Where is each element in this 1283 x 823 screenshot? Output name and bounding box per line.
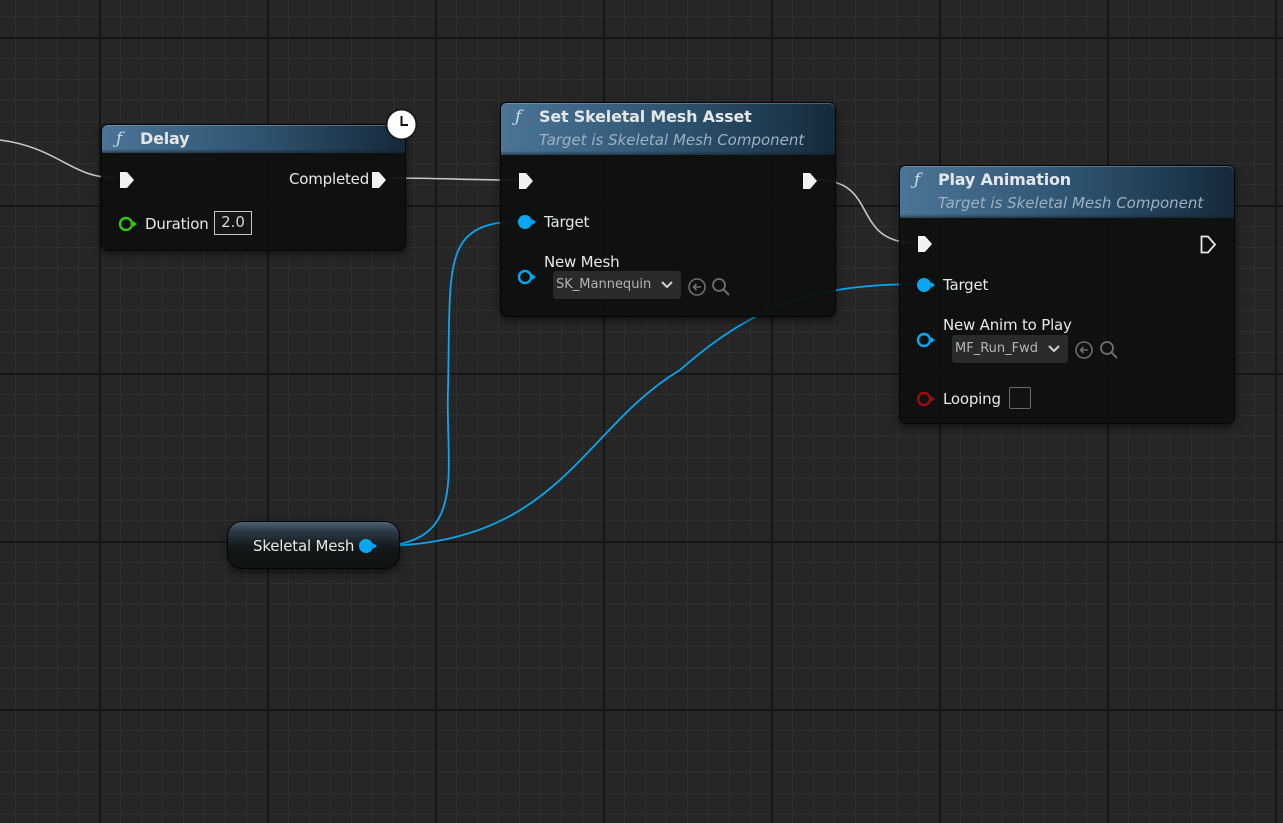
new-mesh-object-pin[interactable] xyxy=(517,269,537,285)
play-animation-node[interactable]: ƒ Play Animation Target is Skeletal Mesh… xyxy=(899,165,1235,424)
function-icon: ƒ xyxy=(515,107,522,127)
looping-pin-label: Looping xyxy=(943,390,1001,408)
new-anim-value: MF_Run_Fwd xyxy=(955,341,1038,356)
function-icon: ƒ xyxy=(116,129,123,149)
chevron-down-icon xyxy=(1048,345,1060,353)
new-anim-pin-label: New Anim to Play xyxy=(943,316,1072,334)
new-anim-asset-combo[interactable]: MF_Run_Fwd xyxy=(952,335,1068,363)
set-skeletal-mesh-asset-node[interactable]: ƒ Set Skeletal Mesh Asset Target is Skel… xyxy=(500,102,836,317)
clock-icon xyxy=(385,108,418,141)
completed-pin-label: Completed xyxy=(289,170,370,188)
new-mesh-pin-label: New Mesh xyxy=(544,253,620,271)
skeletal-mesh-variable-node[interactable]: Skeletal Mesh xyxy=(227,521,400,569)
set-mesh-node-title: Set Skeletal Mesh Asset xyxy=(539,107,752,126)
target-object-pin[interactable] xyxy=(916,277,936,293)
target-pin-label: Target xyxy=(544,213,590,231)
set-mesh-node-subtitle: Target is Skeletal Mesh Component xyxy=(539,131,805,149)
skeletal-mesh-object-output-pin[interactable] xyxy=(358,538,378,554)
chevron-down-icon xyxy=(661,281,673,289)
delay-node-header[interactable]: ƒ Delay xyxy=(102,125,405,153)
looping-checkbox[interactable] xyxy=(1009,387,1031,409)
delay-node[interactable]: ƒ Delay Completed Duration 2.0 xyxy=(101,124,406,251)
duration-float-pin[interactable] xyxy=(118,216,138,232)
new-mesh-asset-combo[interactable]: SK_Mannequin xyxy=(553,271,681,299)
object-wire-mesh-to-play-target[interactable] xyxy=(374,283,926,547)
play-anim-node-title: Play Animation xyxy=(938,170,1071,189)
duration-pin-label: Duration xyxy=(145,215,209,233)
target-object-pin[interactable] xyxy=(517,214,537,230)
browse-back-icon[interactable] xyxy=(1074,340,1094,360)
looping-bool-pin[interactable] xyxy=(916,391,936,407)
exec-output-pin[interactable] xyxy=(802,172,818,190)
function-icon: ƒ xyxy=(914,170,921,190)
duration-input[interactable]: 2.0 xyxy=(214,211,252,235)
target-pin-label: Target xyxy=(943,276,989,294)
exec-wire-input-to-delay[interactable] xyxy=(0,139,118,179)
new-mesh-value: SK_Mannequin xyxy=(556,277,652,292)
search-icon[interactable] xyxy=(711,277,731,297)
object-wire-mesh-to-set-target[interactable] xyxy=(374,220,527,547)
delay-node-title: Delay xyxy=(140,129,190,148)
search-icon[interactable] xyxy=(1099,340,1119,360)
play-anim-node-subtitle: Target is Skeletal Mesh Component xyxy=(938,194,1204,212)
exec-input-pin[interactable] xyxy=(917,235,933,253)
exec-wire-delay-to-set-mesh[interactable] xyxy=(387,177,518,181)
exec-input-pin[interactable] xyxy=(518,172,534,190)
browse-back-icon[interactable] xyxy=(687,277,707,297)
skeletal-mesh-variable-label: Skeletal Mesh xyxy=(253,537,355,555)
new-anim-object-pin[interactable] xyxy=(916,332,936,348)
exec-output-pin[interactable] xyxy=(371,171,387,189)
set-mesh-node-header[interactable]: ƒ Set Skeletal Mesh Asset Target is Skel… xyxy=(501,103,835,155)
exec-wire-set-mesh-to-play-anim[interactable] xyxy=(816,179,917,244)
play-anim-node-header[interactable]: ƒ Play Animation Target is Skeletal Mesh… xyxy=(900,166,1234,218)
exec-output-pin-unconnected[interactable] xyxy=(1200,235,1217,254)
exec-input-pin[interactable] xyxy=(119,171,135,189)
